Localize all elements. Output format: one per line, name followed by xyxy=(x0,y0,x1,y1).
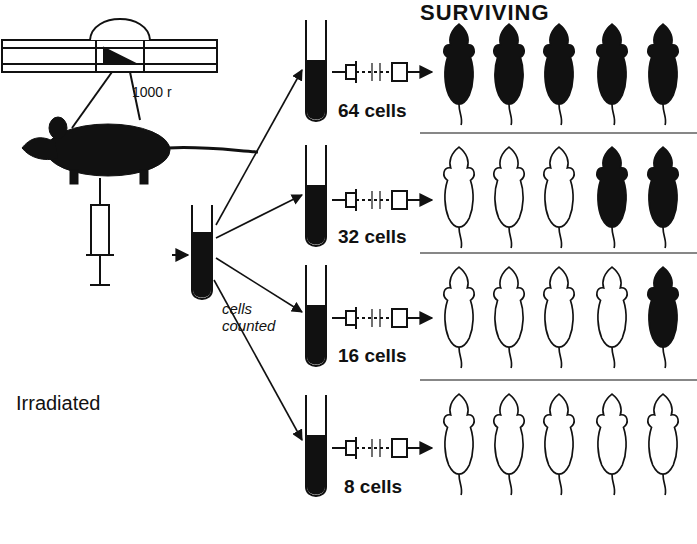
black-mouse xyxy=(648,24,678,125)
white-mouse xyxy=(444,147,474,248)
white-mouse xyxy=(544,147,574,248)
white-mouse xyxy=(544,267,574,368)
black-mouse xyxy=(597,147,627,248)
white-mouse xyxy=(648,394,678,495)
white-mouse xyxy=(444,267,474,368)
white-mouse xyxy=(597,394,627,495)
syringe xyxy=(332,189,432,211)
black-mouse xyxy=(648,147,678,248)
white-mouse xyxy=(544,394,574,495)
cell-count: 16 cells xyxy=(338,345,407,367)
syringe xyxy=(332,437,432,459)
note: cells counted xyxy=(222,300,284,335)
white-mouse xyxy=(494,147,524,248)
black-mouse xyxy=(597,24,627,125)
test-tube xyxy=(306,395,326,496)
syringe xyxy=(332,307,432,329)
test-tube xyxy=(306,20,326,121)
black-mouse xyxy=(648,267,678,368)
cell-count: 8 cells xyxy=(344,476,402,498)
caption-label: Irradiated xyxy=(16,392,101,415)
black-mouse xyxy=(444,24,474,125)
black-mouse xyxy=(494,24,524,125)
syringe xyxy=(332,61,432,83)
dose-label: 1000 r xyxy=(132,84,172,100)
title: SURVIVING xyxy=(420,0,550,25)
test-tube xyxy=(306,145,326,246)
black-mouse xyxy=(544,24,574,125)
cell-count: 64 cells xyxy=(338,100,407,122)
white-mouse xyxy=(494,394,524,495)
white-mouse xyxy=(494,267,524,368)
test-tube xyxy=(306,265,326,366)
white-mouse xyxy=(444,394,474,495)
cell-count: 32 cells xyxy=(338,226,407,248)
white-mouse xyxy=(597,267,627,368)
